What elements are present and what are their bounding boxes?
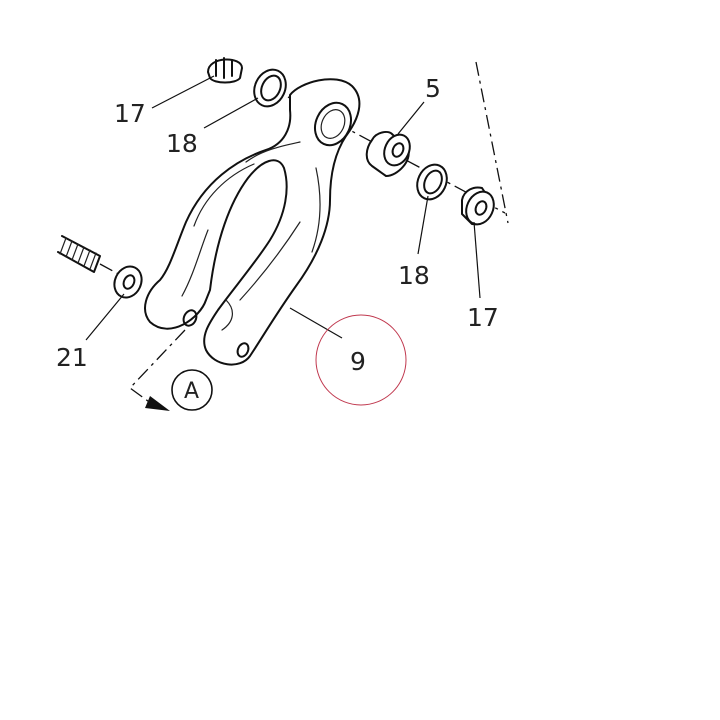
callout-17-left: 17 (114, 99, 146, 128)
washer-18-left (253, 68, 287, 108)
view-boundary-lower (129, 329, 186, 405)
view-boundary-right (475, 61, 509, 224)
leader-18-right (417, 195, 429, 255)
view-arrow-head (145, 396, 170, 411)
suspension-arm-9 (144, 78, 361, 366)
callout-21: 21 (56, 343, 88, 372)
highlight-circle (315, 314, 407, 406)
threaded-bolt (57, 235, 123, 277)
washer-18-right (416, 163, 448, 201)
flange-bushing-17-right (461, 186, 495, 226)
washer-21 (113, 265, 143, 299)
view-ref-circle (171, 369, 213, 411)
callout-17-right: 17 (467, 303, 499, 332)
leader-21 (85, 293, 125, 341)
leader-17-right (473, 221, 481, 299)
leader-9 (289, 307, 343, 339)
bushing-5 (365, 131, 411, 177)
flange-bushing-17-left (207, 57, 243, 84)
leader-5 (397, 101, 425, 135)
leader-18-left (203, 97, 259, 129)
callout-9: 9 (350, 347, 366, 376)
callout-5: 5 (425, 74, 441, 103)
callout-18-right: 18 (398, 261, 430, 290)
view-ref-label: A (184, 379, 199, 404)
callout-18-left: 18 (166, 129, 198, 158)
leader-17-left (151, 75, 215, 109)
